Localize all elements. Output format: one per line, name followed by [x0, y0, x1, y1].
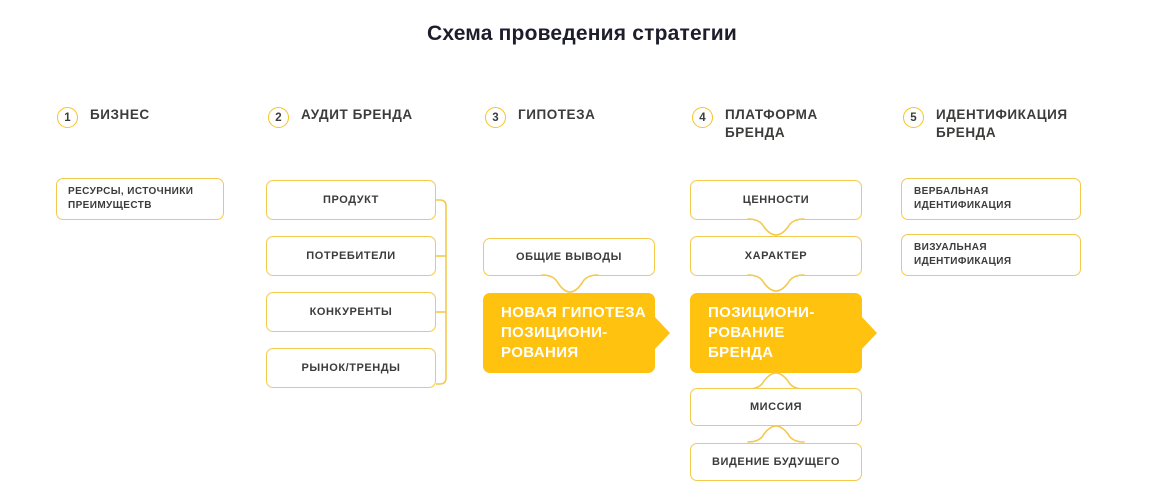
box-character: ХАРАКТЕР — [690, 236, 862, 276]
box-market-trends: РЫНОК/ТРЕНДЫ — [266, 348, 436, 388]
step-number-badge-1: 1 — [57, 107, 78, 128]
step-number-badge-2: 2 — [268, 107, 289, 128]
arc-connector-values-character — [747, 218, 805, 236]
column-title-2: АУДИТ БРЕНДА — [301, 107, 413, 122]
arrow-tip-icon-hypothesis — [654, 316, 670, 350]
box-product: ПРОДУКТ — [266, 180, 436, 220]
box-mission: МИССИЯ — [690, 388, 862, 426]
step-number-badge-3: 3 — [485, 107, 506, 128]
column-header-2: 2 АУДИТ БРЕНДА — [268, 106, 413, 128]
box-competitors: КОНКУРЕНТЫ — [266, 292, 436, 332]
box-resources-advantages: РЕСУРСЫ, ИСТОЧНИКИ ПРЕИМУЩЕСТВ — [56, 178, 224, 220]
bracket-connector-audit — [436, 199, 447, 385]
page-title: Схема проведения стратегии — [426, 22, 738, 45]
column-header-3: 3 ГИПОТЕЗА — [485, 106, 595, 128]
callout-new-positioning-hypothesis: НОВАЯ ГИПОТЕЗА ПОЗИЦИОНИ- РОВАНИЯ — [483, 293, 670, 373]
callout-new-positioning-hypothesis-label: НОВАЯ ГИПОТЕЗА ПОЗИЦИОНИ- РОВАНИЯ — [501, 304, 647, 361]
box-visual-identification: ВИЗУАЛЬНАЯ ИДЕНТИФИКАЦИЯ — [901, 234, 1081, 276]
callout-brand-positioning: ПОЗИЦИОНИ- РОВАНИЕ БРЕНДА — [690, 293, 877, 373]
column-header-4: 4 ПЛАТФОРМА БРЕНДА — [692, 106, 818, 142]
column-header-1: 1 БИЗНЕС — [57, 106, 150, 128]
column-title-4: ПЛАТФОРМА БРЕНДА — [725, 107, 818, 140]
column-title-5: ИДЕНТИФИКАЦИЯ БРЕНДА — [936, 107, 1068, 140]
column-title-3: ГИПОТЕЗА — [518, 107, 596, 122]
box-future-vision: ВИДЕНИЕ БУДУЩЕГО — [690, 443, 862, 481]
callout-brand-positioning-label: ПОЗИЦИОНИ- РОВАНИЕ БРЕНДА — [708, 304, 815, 361]
box-general-conclusions: ОБЩИЕ ВЫВОДЫ — [483, 238, 655, 276]
arrow-tip-icon-positioning — [861, 316, 877, 350]
arc-connector-mission-vision — [747, 425, 805, 443]
step-number-badge-5: 5 — [903, 107, 924, 128]
box-consumers: ПОТРЕБИТЕЛИ — [266, 236, 436, 276]
column-header-5: 5 ИДЕНТИФИКАЦИЯ БРЕНДА — [903, 106, 1068, 142]
box-values: ЦЕННОСТИ — [690, 180, 862, 220]
arc-connector-character-positioning — [747, 274, 805, 292]
box-verbal-identification: ВЕРБАЛЬНАЯ ИДЕНТИФИКАЦИЯ — [901, 178, 1081, 220]
step-number-badge-4: 4 — [692, 107, 713, 128]
column-title-1: БИЗНЕС — [90, 107, 150, 122]
